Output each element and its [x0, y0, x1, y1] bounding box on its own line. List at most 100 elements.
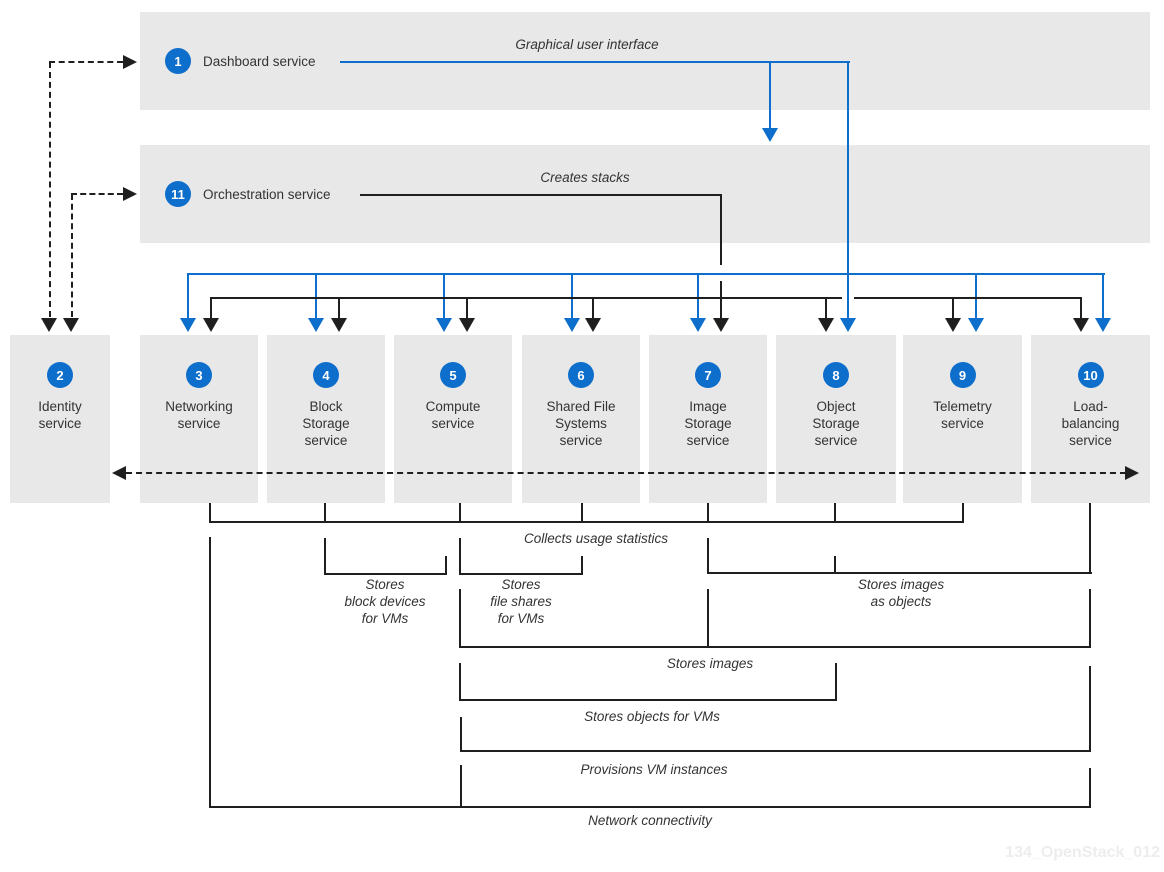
- black-drop: [210, 298, 212, 319]
- step-number: 8: [832, 367, 840, 383]
- images-as-objects-bracket: [707, 538, 709, 572]
- block-devices-bracket: [324, 573, 447, 575]
- block-devices-label: Stores block devices for VMs: [344, 577, 426, 626]
- arrow-down-icon: [180, 318, 196, 332]
- objects-for-vms-bracket: [459, 663, 461, 699]
- stores-images-bracket: [459, 589, 461, 646]
- stub: [707, 503, 709, 523]
- objects-for-vms-bracket: [835, 663, 837, 699]
- black-drop: [1080, 298, 1082, 319]
- blue-drop: [443, 275, 445, 318]
- step-number: 3: [195, 367, 203, 383]
- step-badge-11: 11: [165, 181, 191, 207]
- stub: [459, 503, 461, 523]
- step-badge-6: 6: [568, 362, 594, 388]
- blue-drop: [847, 275, 849, 318]
- arrow-down-icon: [564, 318, 580, 332]
- service-box-compute: 5 Compute service: [394, 335, 512, 503]
- dashboard-to-orchestration-line: [769, 62, 771, 128]
- arrow-down-icon: [308, 318, 324, 332]
- arrow-right-icon: [1125, 466, 1139, 480]
- arrow-down-icon: [459, 318, 475, 332]
- arrow-down-icon: [818, 318, 834, 332]
- images-as-objects-bracket: [834, 556, 836, 572]
- service-label: Block Storage service: [302, 399, 350, 448]
- step-badge-3: 3: [186, 362, 212, 388]
- stub: [324, 503, 326, 523]
- service-label: Shared File Systems service: [546, 399, 616, 448]
- blue-drop: [1102, 275, 1104, 318]
- step-number: 4: [322, 367, 330, 383]
- step-number: 6: [577, 367, 585, 383]
- step-badge-10: 10: [1077, 362, 1104, 388]
- service-box-telemetry: 9 Telemetry service: [903, 335, 1022, 503]
- service-box-shared-file-systems: 6 Shared File Systems service: [522, 335, 640, 503]
- watermark: 134_OpenStack_012: [1005, 844, 1160, 861]
- stub: [834, 503, 836, 523]
- arrow-down-icon: [762, 128, 778, 142]
- service-box-identity: 2 Identity service: [10, 335, 110, 503]
- dashboard-drop-line: [847, 62, 849, 275]
- network-connectivity-bracket: [1089, 768, 1091, 806]
- dashed-line-identity-dashboard: [49, 61, 123, 63]
- orchestration-bus-line: [210, 297, 842, 299]
- black-drop: [825, 298, 827, 319]
- arrow-down-icon: [713, 318, 729, 332]
- step-badge-7: 7: [695, 362, 721, 388]
- objects-for-vms-label: Stores objects for VMs: [584, 709, 720, 724]
- blue-drop: [187, 275, 189, 318]
- stores-images-bracket: [1089, 589, 1091, 646]
- file-shares-bracket: [459, 538, 461, 575]
- provisions-vms-bracket: [1089, 666, 1091, 750]
- block-devices-bracket: [324, 538, 326, 575]
- step-number: 1: [174, 53, 182, 69]
- orchestration-drop-line: [720, 195, 722, 265]
- step-badge-2: 2: [47, 362, 73, 388]
- arrow-right-icon: [123, 187, 137, 201]
- network-connectivity-bracket: [209, 806, 1091, 808]
- stores-images-bracket: [707, 589, 709, 646]
- blue-drop: [315, 275, 317, 318]
- network-connectivity-bracket: [460, 765, 462, 806]
- provisions-vms-bracket: [460, 750, 1091, 752]
- step-number: 5: [449, 367, 457, 383]
- file-shares-bracket: [459, 573, 583, 575]
- images-as-objects-label: Stores images as objects: [857, 577, 945, 609]
- black-drop: [952, 298, 954, 319]
- network-connectivity-bracket: [209, 537, 211, 806]
- step-number: 2: [56, 367, 64, 383]
- service-label: Identity service: [38, 399, 82, 431]
- service-label: Compute service: [425, 399, 481, 431]
- service-box-image-storage: 7 Image Storage service: [649, 335, 767, 503]
- arrow-down-icon: [436, 318, 452, 332]
- service-box-networking: 3 Networking service: [140, 335, 258, 503]
- collects-usage-bracket: [209, 521, 964, 523]
- stub: [581, 503, 583, 523]
- identity-bus-dashed-line: [126, 472, 1126, 474]
- provisions-vms-label: Provisions VM instances: [580, 762, 728, 777]
- arrow-down-icon: [585, 318, 601, 332]
- arrow-down-icon: [1095, 318, 1111, 332]
- arrow-down-icon: [41, 318, 57, 332]
- step-number: 7: [704, 367, 712, 383]
- stores-images-bracket: [459, 646, 1091, 648]
- arrow-right-icon: [123, 55, 137, 69]
- service-label: Networking service: [165, 399, 233, 431]
- orchestration-bus-line: [854, 297, 1082, 299]
- blue-drop: [975, 275, 977, 318]
- service-label: Object Storage service: [812, 399, 860, 448]
- step-number: 11: [171, 186, 185, 202]
- stacks-caption: Creates stacks: [540, 170, 630, 185]
- step-badge-5: 5: [440, 362, 466, 388]
- service-box-block-storage: 4 Block Storage service: [267, 335, 385, 503]
- step-badge-1: 1: [165, 48, 191, 74]
- stub: [962, 503, 964, 523]
- step-badge-9: 9: [949, 362, 976, 388]
- service-label: Telemetry service: [933, 399, 992, 431]
- stores-images-label: Stores images: [666, 656, 754, 671]
- black-drop: [592, 298, 594, 319]
- file-shares-bracket: [581, 556, 583, 575]
- orchestration-drop-line: [720, 281, 722, 319]
- arrow-down-icon: [331, 318, 347, 332]
